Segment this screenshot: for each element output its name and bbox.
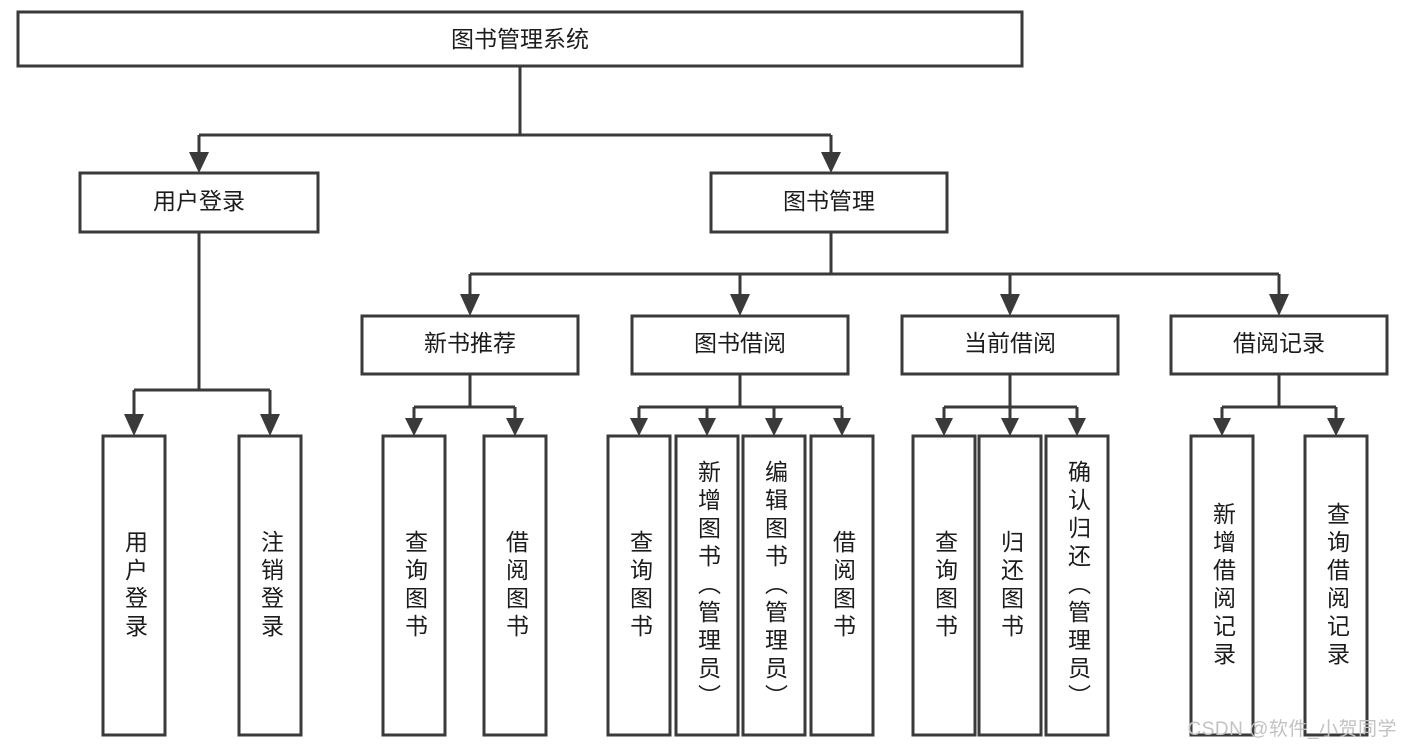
arrowhead-icon: [821, 152, 841, 173]
arrowhead-icon: [833, 418, 851, 436]
arrowhead-icon: [1327, 418, 1345, 436]
connector-group: [132, 66, 1338, 418]
node-root[interactable]: 图书管理系统: [16, 10, 1024, 68]
arrowhead-icon: [506, 418, 524, 436]
node-new-book-recommend-box[interactable]: [360, 314, 580, 376]
node-book-management-label: 图书管理: [783, 188, 875, 214]
leaf-box-add-book-admin[interactable]: [674, 434, 740, 737]
leaf-box-return-book[interactable]: [977, 434, 1043, 737]
node-book-borrow[interactable]: 图书借阅: [630, 314, 850, 376]
arrowhead-icon: [260, 414, 280, 436]
node-user-login-label: 用户登录: [153, 188, 245, 214]
arrowhead-icon: [189, 152, 209, 173]
leaf-box-borrow-book-2[interactable]: [809, 434, 875, 737]
arrowhead-icon: [935, 418, 953, 436]
arrowhead-icon: [460, 294, 480, 316]
node-borrow-record-box[interactable]: [1169, 314, 1389, 376]
leaf-box-query-book-2[interactable]: [606, 434, 672, 737]
arrowhead-icon: [730, 294, 750, 316]
leaf-box-query-book-3[interactable]: [911, 434, 977, 737]
node-book-management-box[interactable]: [709, 171, 949, 234]
leaf-box-add-record[interactable]: [1189, 434, 1255, 737]
node-new-book-recommend-label: 新书推荐: [424, 330, 516, 356]
arrowhead-icon: [630, 418, 648, 436]
arrowhead-icon: [765, 418, 783, 436]
node-new-book-recommend[interactable]: 新书推荐: [360, 314, 580, 376]
node-current-borrow-label: 当前借阅: [964, 330, 1056, 356]
node-borrow-record-label: 借阅记录: [1233, 330, 1325, 356]
watermark-text: CSDN @软件_小贺同学: [1187, 719, 1397, 740]
leaf-box-confirm-return-admin[interactable]: [1044, 434, 1110, 737]
node-borrow-record[interactable]: 借阅记录: [1169, 314, 1389, 376]
node-current-borrow[interactable]: 当前借阅: [900, 314, 1120, 376]
leaf-box-query-record[interactable]: [1303, 434, 1369, 737]
arrowhead-icon: [1068, 418, 1086, 436]
node-root-box[interactable]: [16, 10, 1024, 68]
arrowhead-icon: [1001, 418, 1019, 436]
arrowhead-icon: [124, 414, 144, 436]
arrowhead-group: [124, 152, 1345, 436]
node-book-borrow-box[interactable]: [630, 314, 850, 376]
arrowhead-icon: [698, 418, 716, 436]
node-current-borrow-box[interactable]: [900, 314, 1120, 376]
node-root-label: 图书管理系统: [451, 26, 589, 52]
leaf-box-logout[interactable]: [237, 434, 303, 737]
node-user-login[interactable]: 用户登录: [78, 171, 320, 234]
leaf-box-edit-book-admin[interactable]: [741, 434, 807, 737]
node-book-management[interactable]: 图书管理: [709, 171, 949, 234]
leaf-box-query-book-1[interactable]: [381, 434, 447, 737]
arrowhead-icon: [1269, 294, 1289, 316]
leaf-box-user-login[interactable]: [101, 434, 167, 737]
node-book-borrow-label: 图书借阅: [694, 330, 786, 356]
leaf-group: [101, 434, 1369, 737]
node-user-login-box[interactable]: [78, 171, 320, 234]
arrowhead-icon: [1213, 418, 1231, 436]
arrowhead-icon: [405, 418, 423, 436]
leaf-box-borrow-book-1[interactable]: [482, 434, 548, 737]
arrowhead-icon: [1000, 294, 1020, 316]
